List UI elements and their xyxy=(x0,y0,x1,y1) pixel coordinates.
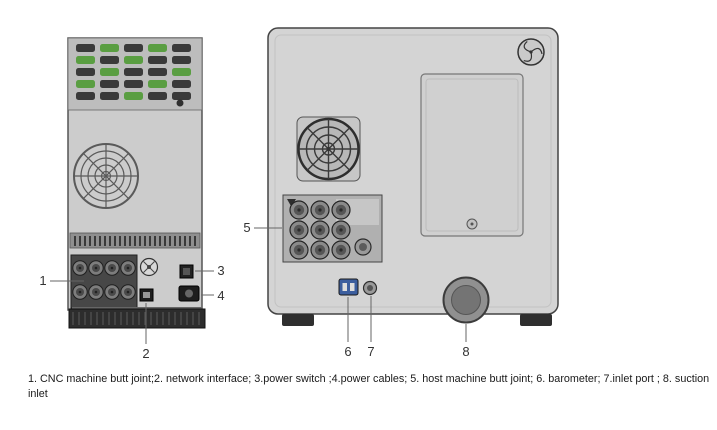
power-inlet xyxy=(178,285,200,302)
callout-3-label: 3 xyxy=(217,263,224,278)
left-device-rear-view xyxy=(67,37,206,329)
right-device-foot-left xyxy=(282,314,314,326)
inlet-port xyxy=(362,280,378,296)
left-vent-strip xyxy=(69,232,201,249)
callout-8-label: 8 xyxy=(462,344,469,359)
host-butt-joint-panel xyxy=(282,194,383,263)
power-switch xyxy=(179,264,194,279)
left-vent-grid xyxy=(67,37,203,111)
left-fan-grille-icon xyxy=(73,143,139,209)
round-connector xyxy=(139,257,159,277)
spiral-fan-icon xyxy=(517,38,545,66)
left-indicator-dot xyxy=(176,99,184,107)
callout-6-label: 6 xyxy=(344,344,351,359)
callout-7-label: 7 xyxy=(367,344,374,359)
figure-caption: 1. CNC machine butt joint;2. network int… xyxy=(28,373,710,400)
callout-1-label: 1 xyxy=(39,273,46,288)
right-device-rear-view xyxy=(267,27,559,326)
right-device-foot-right xyxy=(520,314,552,326)
callout-labels: 1 2 3 4 5 6 7 8 xyxy=(39,220,469,361)
callout-5-label: 5 xyxy=(243,220,250,235)
barometer xyxy=(338,278,359,296)
right-fan-grille-icon xyxy=(296,116,361,182)
callout-lines xyxy=(50,227,467,344)
access-panel xyxy=(420,73,524,237)
network-interface-port xyxy=(139,288,154,302)
left-device-base xyxy=(68,307,206,329)
suction-inlet xyxy=(442,276,490,324)
callout-2-label: 2 xyxy=(142,346,149,361)
rear-panels-diagram: 1 2 3 4 5 6 7 8 xyxy=(39,27,559,361)
callout-4-label: 4 xyxy=(217,288,224,303)
